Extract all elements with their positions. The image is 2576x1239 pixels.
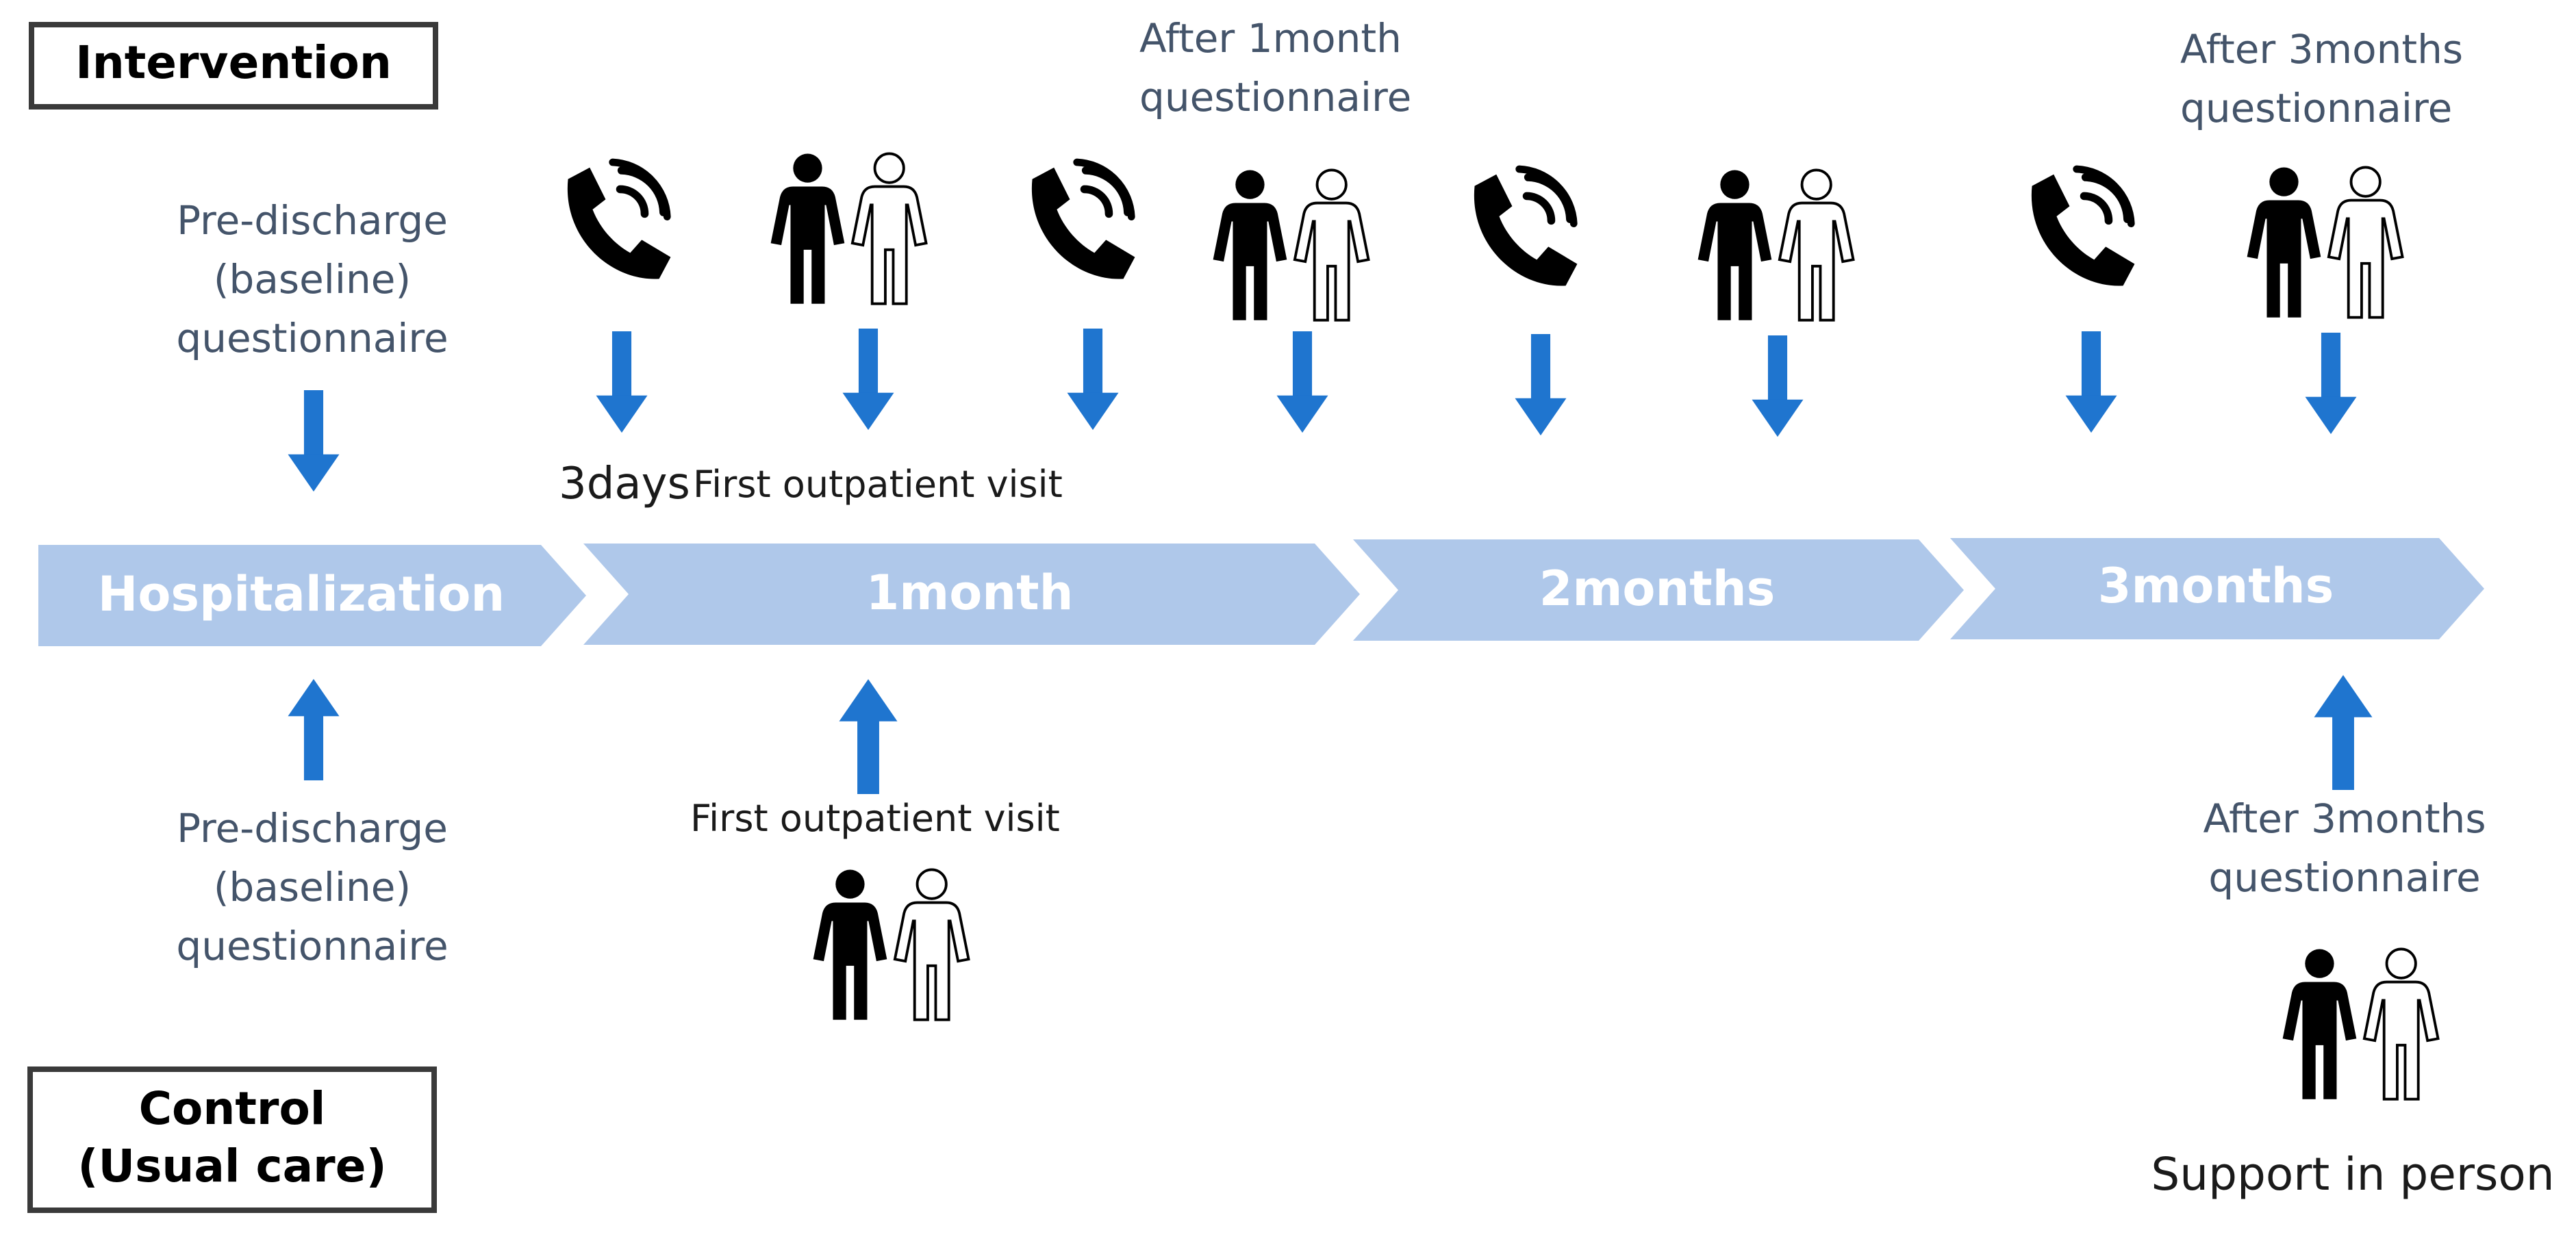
support-in-person-label: Support in person — [2151, 1148, 2554, 1201]
people-pair-icon — [1696, 168, 1855, 322]
phase-label-hospitalization: Hospitalization — [98, 566, 505, 622]
phase-label-1month: 1month — [866, 565, 1074, 621]
svg-text:questionnaire: questionnaire — [2208, 854, 2480, 901]
arrow-down-first-visit — [842, 329, 894, 431]
arrow-down-1month-call — [1067, 329, 1119, 431]
phase-hospitalization: Hospitalization — [38, 545, 586, 646]
phase-label-2months: 2months — [1539, 561, 1776, 617]
arrow-down-2months-visit — [1752, 335, 1804, 437]
svg-text:questionnaire: questionnaire — [176, 315, 448, 361]
timeline: Hospitalization 1month 2months 3months — [38, 538, 2484, 646]
label-3days: 3days — [559, 459, 690, 509]
svg-text:questionnaire: questionnaire — [2180, 85, 2452, 131]
people-pair-icon — [811, 868, 970, 1021]
control-baseline-label: Pre-discharge (baseline) questionnaire — [176, 805, 448, 969]
people-pair-icon — [769, 152, 928, 305]
control-sublabel: (Usual care) — [77, 1140, 386, 1192]
svg-text:Pre-discharge: Pre-discharge — [177, 197, 448, 244]
arrow-down-3months-call — [2065, 331, 2117, 433]
phase-label-3months: 3months — [2098, 558, 2334, 614]
phone-call-icon — [1032, 162, 1135, 279]
svg-text:questionnaire: questionnaire — [1139, 74, 1411, 120]
phase-2months: 2months — [1353, 539, 1964, 641]
arrow-down-3months-visit — [2305, 333, 2357, 435]
intervention-label: Intervention — [75, 36, 392, 89]
intervention-box: Intervention — [29, 22, 438, 110]
svg-text:After 1month: After 1month — [1139, 15, 1402, 62]
after-3months-questionnaire-label-intervention: After 3months questionnaire — [2180, 26, 2463, 131]
phone-call-icon — [1474, 169, 1578, 286]
phase-3months: 3months — [1950, 538, 2484, 639]
control-label: Control — [139, 1082, 326, 1135]
svg-text:(baseline): (baseline) — [214, 256, 411, 303]
phase-1month: 1month — [583, 544, 1360, 645]
after-1month-questionnaire-label: After 1month questionnaire — [1139, 15, 1411, 120]
after-3months-questionnaire-label-control: After 3months questionnaire — [2203, 795, 2486, 901]
svg-text:Pre-discharge: Pre-discharge — [177, 805, 448, 852]
label-first-outpatient-visit: First outpatient visit — [693, 463, 1063, 506]
intervention-baseline-label: Pre-discharge (baseline) questionnaire — [176, 197, 448, 361]
control-box: Control (Usual care) — [27, 1066, 437, 1213]
people-pair-icon — [1211, 168, 1370, 322]
arrow-down-baseline — [288, 390, 340, 492]
svg-text:After 3months: After 3months — [2180, 26, 2463, 73]
arrow-down-2months-call — [1515, 334, 1567, 436]
arrow-down-3days — [596, 331, 648, 433]
arrow-down-1month-visit — [1276, 331, 1328, 433]
svg-text:(baseline): (baseline) — [214, 864, 411, 910]
people-pair-icon — [2245, 166, 2404, 319]
phone-call-icon — [568, 162, 671, 279]
control-label-first-outpatient-visit: First outpatient visit — [690, 797, 1060, 840]
arrow-up-control-baseline — [288, 678, 340, 780]
arrow-up-control-3months — [2314, 675, 2373, 790]
svg-text:After 3months: After 3months — [2203, 795, 2486, 842]
arrow-up-control-first-visit — [839, 679, 898, 794]
phone-call-icon — [2032, 169, 2135, 286]
svg-text:questionnaire: questionnaire — [176, 923, 448, 969]
people-pair-icon — [2281, 947, 2440, 1101]
